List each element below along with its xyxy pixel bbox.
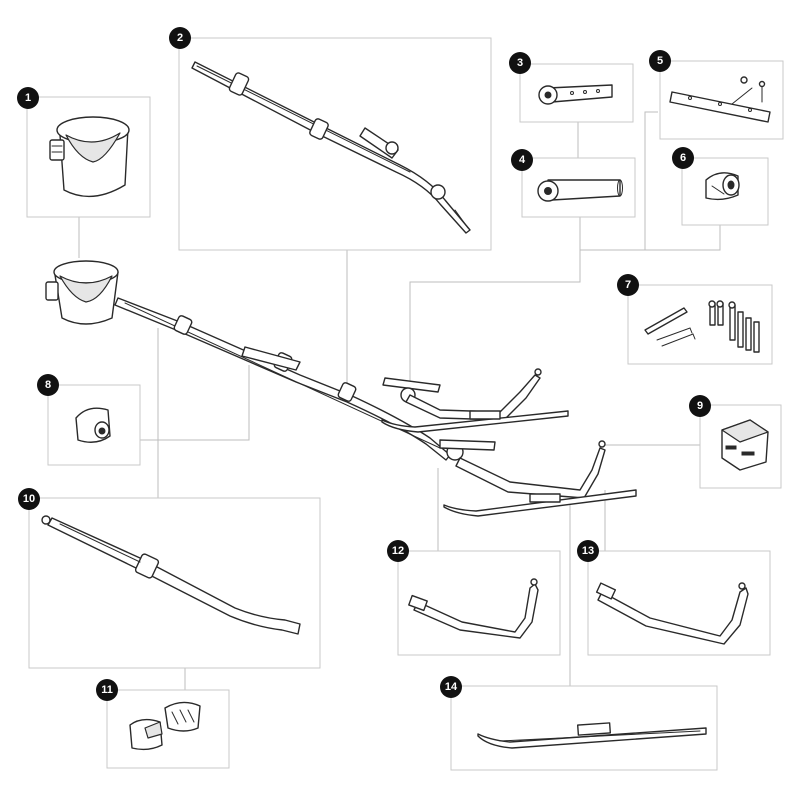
pivot-bracket-illustration [538,84,613,105]
box-main-frame [178,37,492,251]
callout-6: 6 [672,147,694,169]
box-clamp [681,157,769,226]
svg-text:6: 6 [680,152,686,164]
svg-text:4: 4 [519,154,526,166]
callout-1: 1 [17,87,39,109]
main-frame-illustration [191,61,471,234]
svg-text:5: 5 [657,55,663,67]
flat-bar-illustration [669,76,771,123]
pivot-tube-illustration [537,179,623,202]
part-boxes [26,37,784,771]
svg-text:11: 11 [101,684,113,696]
clamp-illustration [705,172,740,201]
callout-7: 7 [617,274,639,296]
callout-4: 4 [511,149,533,171]
callout-9: 9 [689,395,711,417]
svg-text:8: 8 [45,379,51,391]
callout-3: 3 [509,52,531,74]
svg-text:14: 14 [445,681,458,693]
seat-bucket-illustration [49,116,130,198]
callout-2: 2 [169,27,191,49]
hardware-set-illustration [644,300,760,353]
svg-text:2: 2 [177,32,183,44]
callout-12: 12 [387,540,409,562]
ski-illustration [477,722,707,749]
svg-text:10: 10 [23,493,35,505]
split-clamp-illustration [129,701,201,751]
callout-8: 8 [37,374,59,396]
callout-10: 10 [18,488,40,510]
svg-text:3: 3 [517,57,523,69]
callout-14: 14 [440,676,462,698]
svg-text:1: 1 [25,92,31,104]
svg-text:9: 9 [697,400,703,412]
front-strut-illustration [408,578,539,639]
end-cap-illustration [75,407,111,443]
svg-text:7: 7 [625,279,631,291]
assembled-ski-chair-illustration [45,260,637,517]
callout-13: 13 [577,540,599,562]
rear-strut-illustration [595,582,749,645]
svg-text:13: 13 [582,545,594,557]
callout-badges: 1 2 3 4 5 6 7 8 9 10 11 12 13 14 [17,27,711,701]
lock-block-illustration [721,419,769,471]
box-split-clamp [106,689,230,769]
callout-11: 11 [96,679,118,701]
svg-text:12: 12 [392,545,404,557]
rear-tube-illustration [41,515,301,635]
callout-5: 5 [649,50,671,72]
